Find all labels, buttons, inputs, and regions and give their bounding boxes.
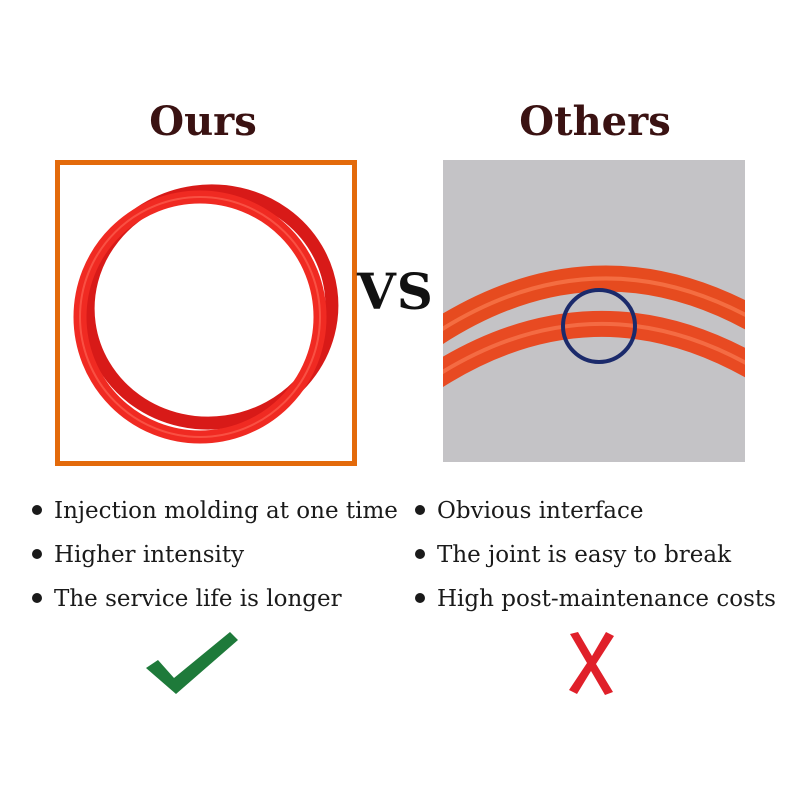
feature-text: The joint is easy to break xyxy=(437,542,732,568)
list-item: Obvious interface xyxy=(415,496,776,540)
list-item: Injection molding at one time xyxy=(32,496,398,540)
ours-heading: Ours xyxy=(149,98,257,145)
list-item: Higher intensity xyxy=(32,540,398,584)
feature-text: Obvious interface xyxy=(437,498,644,524)
checkmark-icon xyxy=(146,632,238,694)
feature-text: The service life is longer xyxy=(54,586,342,612)
bullet-icon xyxy=(32,593,42,603)
bullet-icon xyxy=(32,505,42,515)
ours-feature-list: Injection molding at one time Higher int… xyxy=(32,496,398,628)
bullet-icon xyxy=(415,549,425,559)
others-ring-image xyxy=(443,265,745,388)
others-product-photo xyxy=(443,160,745,462)
bullet-icon xyxy=(32,549,42,559)
vs-label: VS xyxy=(357,262,434,321)
others-heading: Others xyxy=(519,98,671,145)
feature-text: Injection molding at one time xyxy=(54,498,398,524)
bullet-icon xyxy=(415,505,425,515)
list-item: High post-maintenance costs xyxy=(415,584,776,628)
ours-ring-image xyxy=(73,184,339,444)
ours-product-frame xyxy=(55,160,357,466)
list-item: The joint is easy to break xyxy=(415,540,776,584)
bullet-icon xyxy=(415,593,425,603)
feature-text: Higher intensity xyxy=(54,542,245,568)
feature-text: High post-maintenance costs xyxy=(437,586,776,612)
list-item: The service life is longer xyxy=(32,584,398,628)
cross-icon xyxy=(569,632,614,695)
others-feature-list: Obvious interface The joint is easy to b… xyxy=(415,496,776,628)
joint-highlight-circle xyxy=(561,288,637,364)
